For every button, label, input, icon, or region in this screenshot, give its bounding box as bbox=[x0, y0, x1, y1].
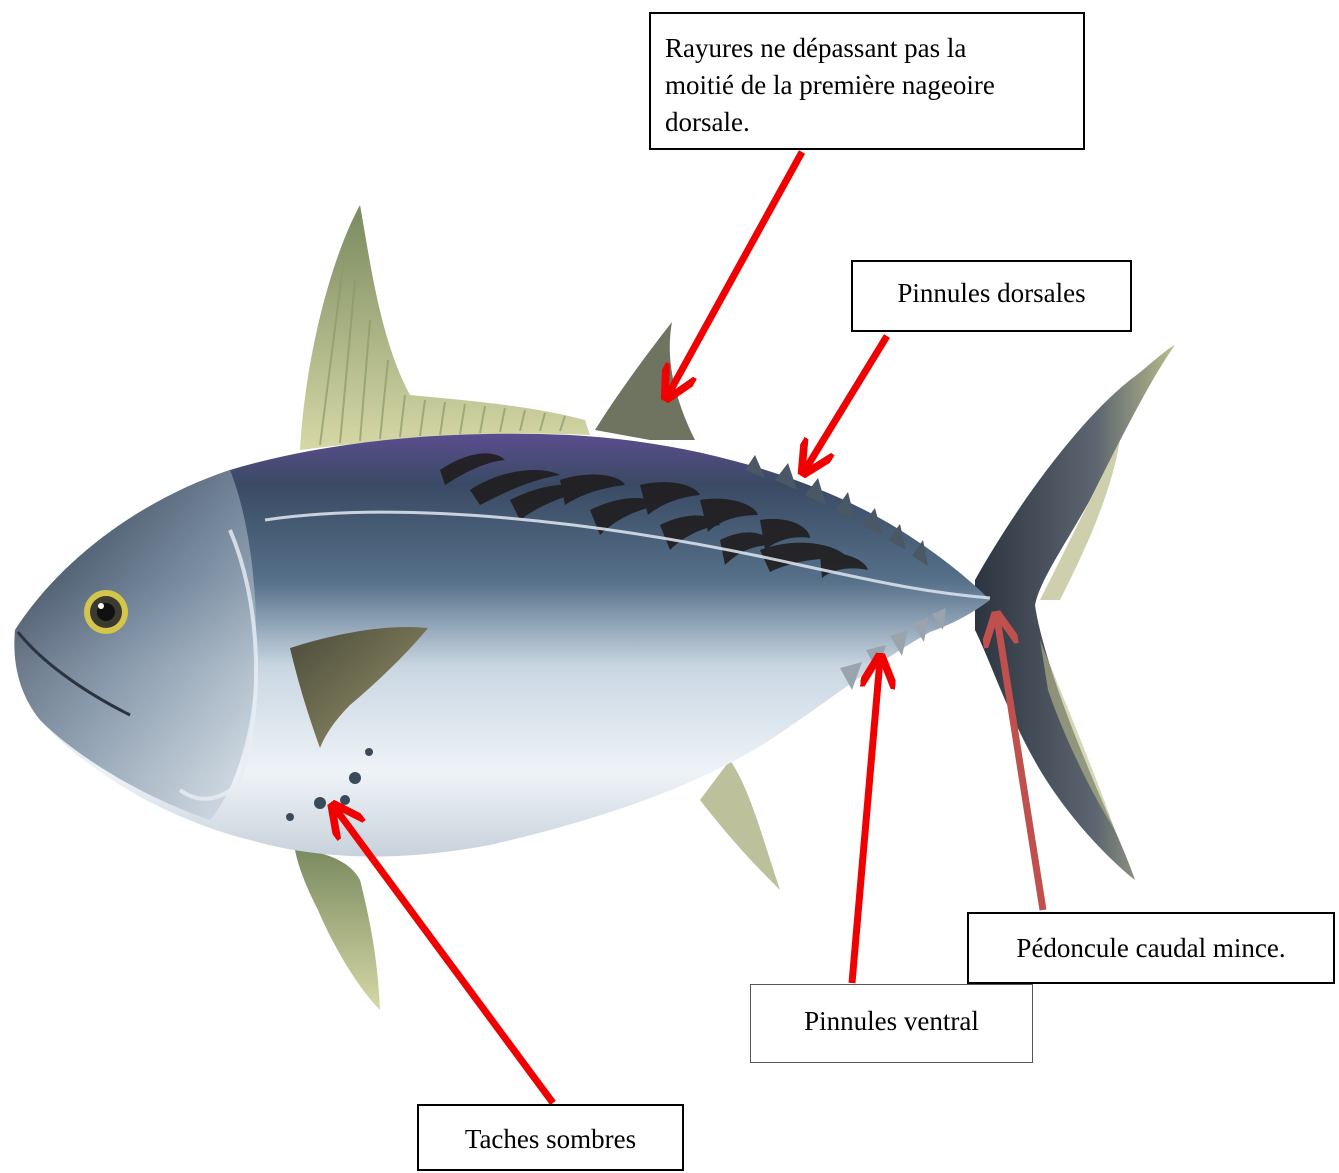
label-dorsal-finlets: Pinnules dorsales bbox=[851, 260, 1132, 332]
pelvic-fin bbox=[295, 850, 380, 1010]
label-stripes-line1: Rayures ne dépassant pas la bbox=[665, 30, 1073, 67]
arrow-stripes bbox=[668, 152, 802, 395]
label-ventral-finlets: Pinnules ventral bbox=[750, 984, 1033, 1063]
arrow-ventral-finlets bbox=[852, 660, 880, 983]
label-stripes: Rayures ne dépassant pas la moitié de la… bbox=[649, 12, 1085, 150]
label-caudal-peduncle-text: Pédoncule caudal mince. bbox=[1016, 933, 1285, 963]
fish-head bbox=[14, 470, 256, 820]
label-ventral-finlets-text: Pinnules ventral bbox=[804, 1006, 979, 1036]
label-dark-spots-text: Taches sombres bbox=[465, 1124, 636, 1154]
arrow-dorsal-finlets bbox=[805, 336, 887, 470]
anal-fin bbox=[700, 760, 780, 890]
label-dark-spots: Taches sombres bbox=[417, 1104, 684, 1171]
caudal-fin bbox=[975, 345, 1175, 880]
label-stripes-line3: dorsale. bbox=[665, 104, 1073, 141]
label-dorsal-finlets-text: Pinnules dorsales bbox=[897, 278, 1085, 308]
label-stripes-line2: moitié de la première nageoire bbox=[665, 67, 1073, 104]
label-caudal-peduncle: Pédoncule caudal mince. bbox=[967, 912, 1335, 984]
second-dorsal-fin bbox=[595, 322, 695, 440]
